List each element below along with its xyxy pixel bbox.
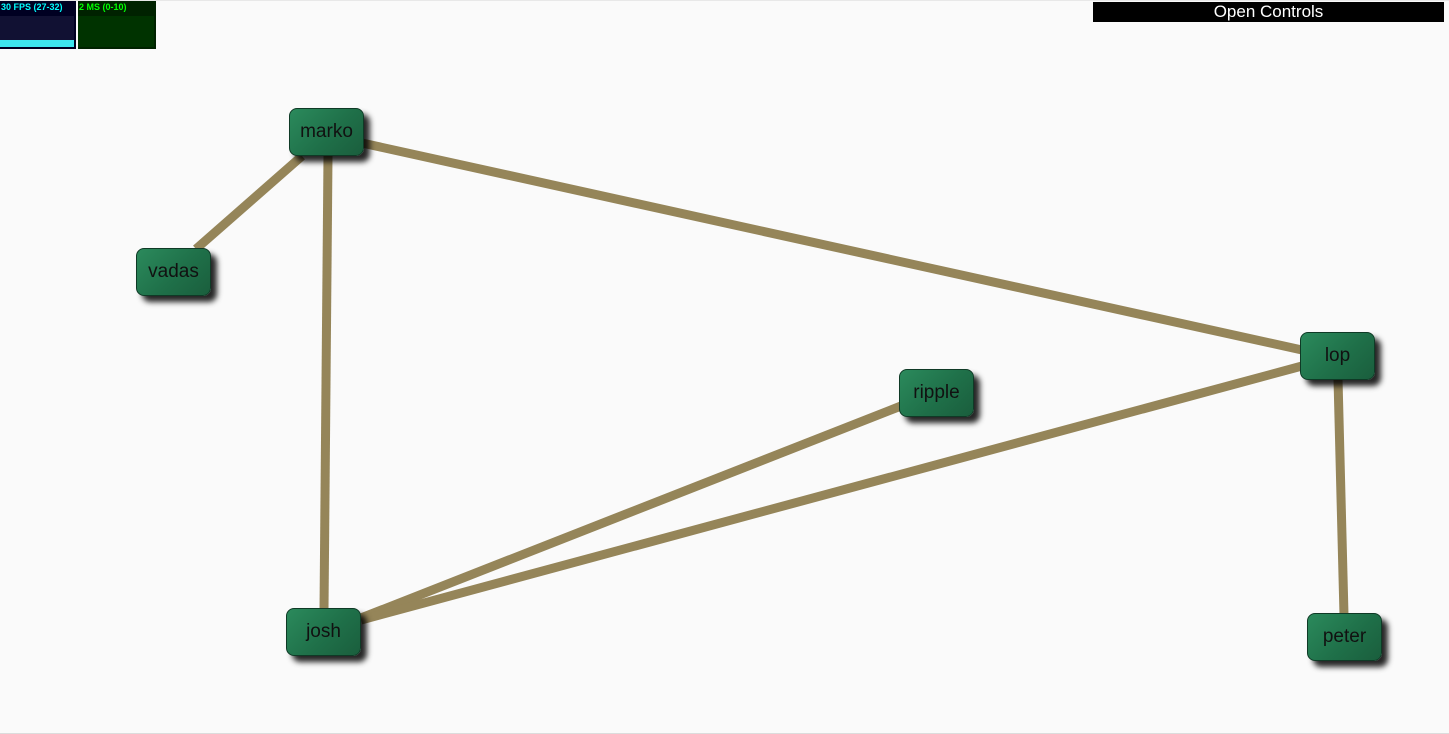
node-ripple[interactable]: ripple bbox=[899, 369, 974, 417]
ms-graph bbox=[78, 16, 154, 47]
edge-marko-josh bbox=[319, 155, 333, 611]
edge-josh-ripple bbox=[359, 401, 903, 623]
node-peter[interactable]: peter bbox=[1307, 613, 1382, 661]
ms-label: 2 MS (0-10) bbox=[79, 2, 127, 12]
fps-label: 30 FPS (27-32) bbox=[1, 2, 63, 12]
edge-josh-lop bbox=[359, 361, 1304, 625]
edge-marko-lop bbox=[361, 138, 1303, 355]
edge-peter-lop bbox=[1333, 378, 1349, 616]
open-controls-button[interactable]: Open Controls bbox=[1093, 2, 1444, 22]
fps-panel[interactable]: 30 FPS (27-32) bbox=[0, 1, 76, 49]
fps-graph bbox=[0, 16, 74, 47]
node-vadas[interactable]: vadas bbox=[136, 248, 211, 296]
node-marko[interactable]: marko bbox=[289, 108, 364, 156]
node-lop[interactable]: lop bbox=[1300, 332, 1375, 380]
ms-panel[interactable]: 2 MS (0-10) bbox=[78, 1, 156, 49]
fps-bar bbox=[0, 40, 74, 47]
performance-stats[interactable]: 30 FPS (27-32) 2 MS (0-10) bbox=[0, 1, 156, 49]
edge-marko-vadas bbox=[193, 152, 305, 253]
node-josh[interactable]: josh bbox=[286, 608, 361, 656]
